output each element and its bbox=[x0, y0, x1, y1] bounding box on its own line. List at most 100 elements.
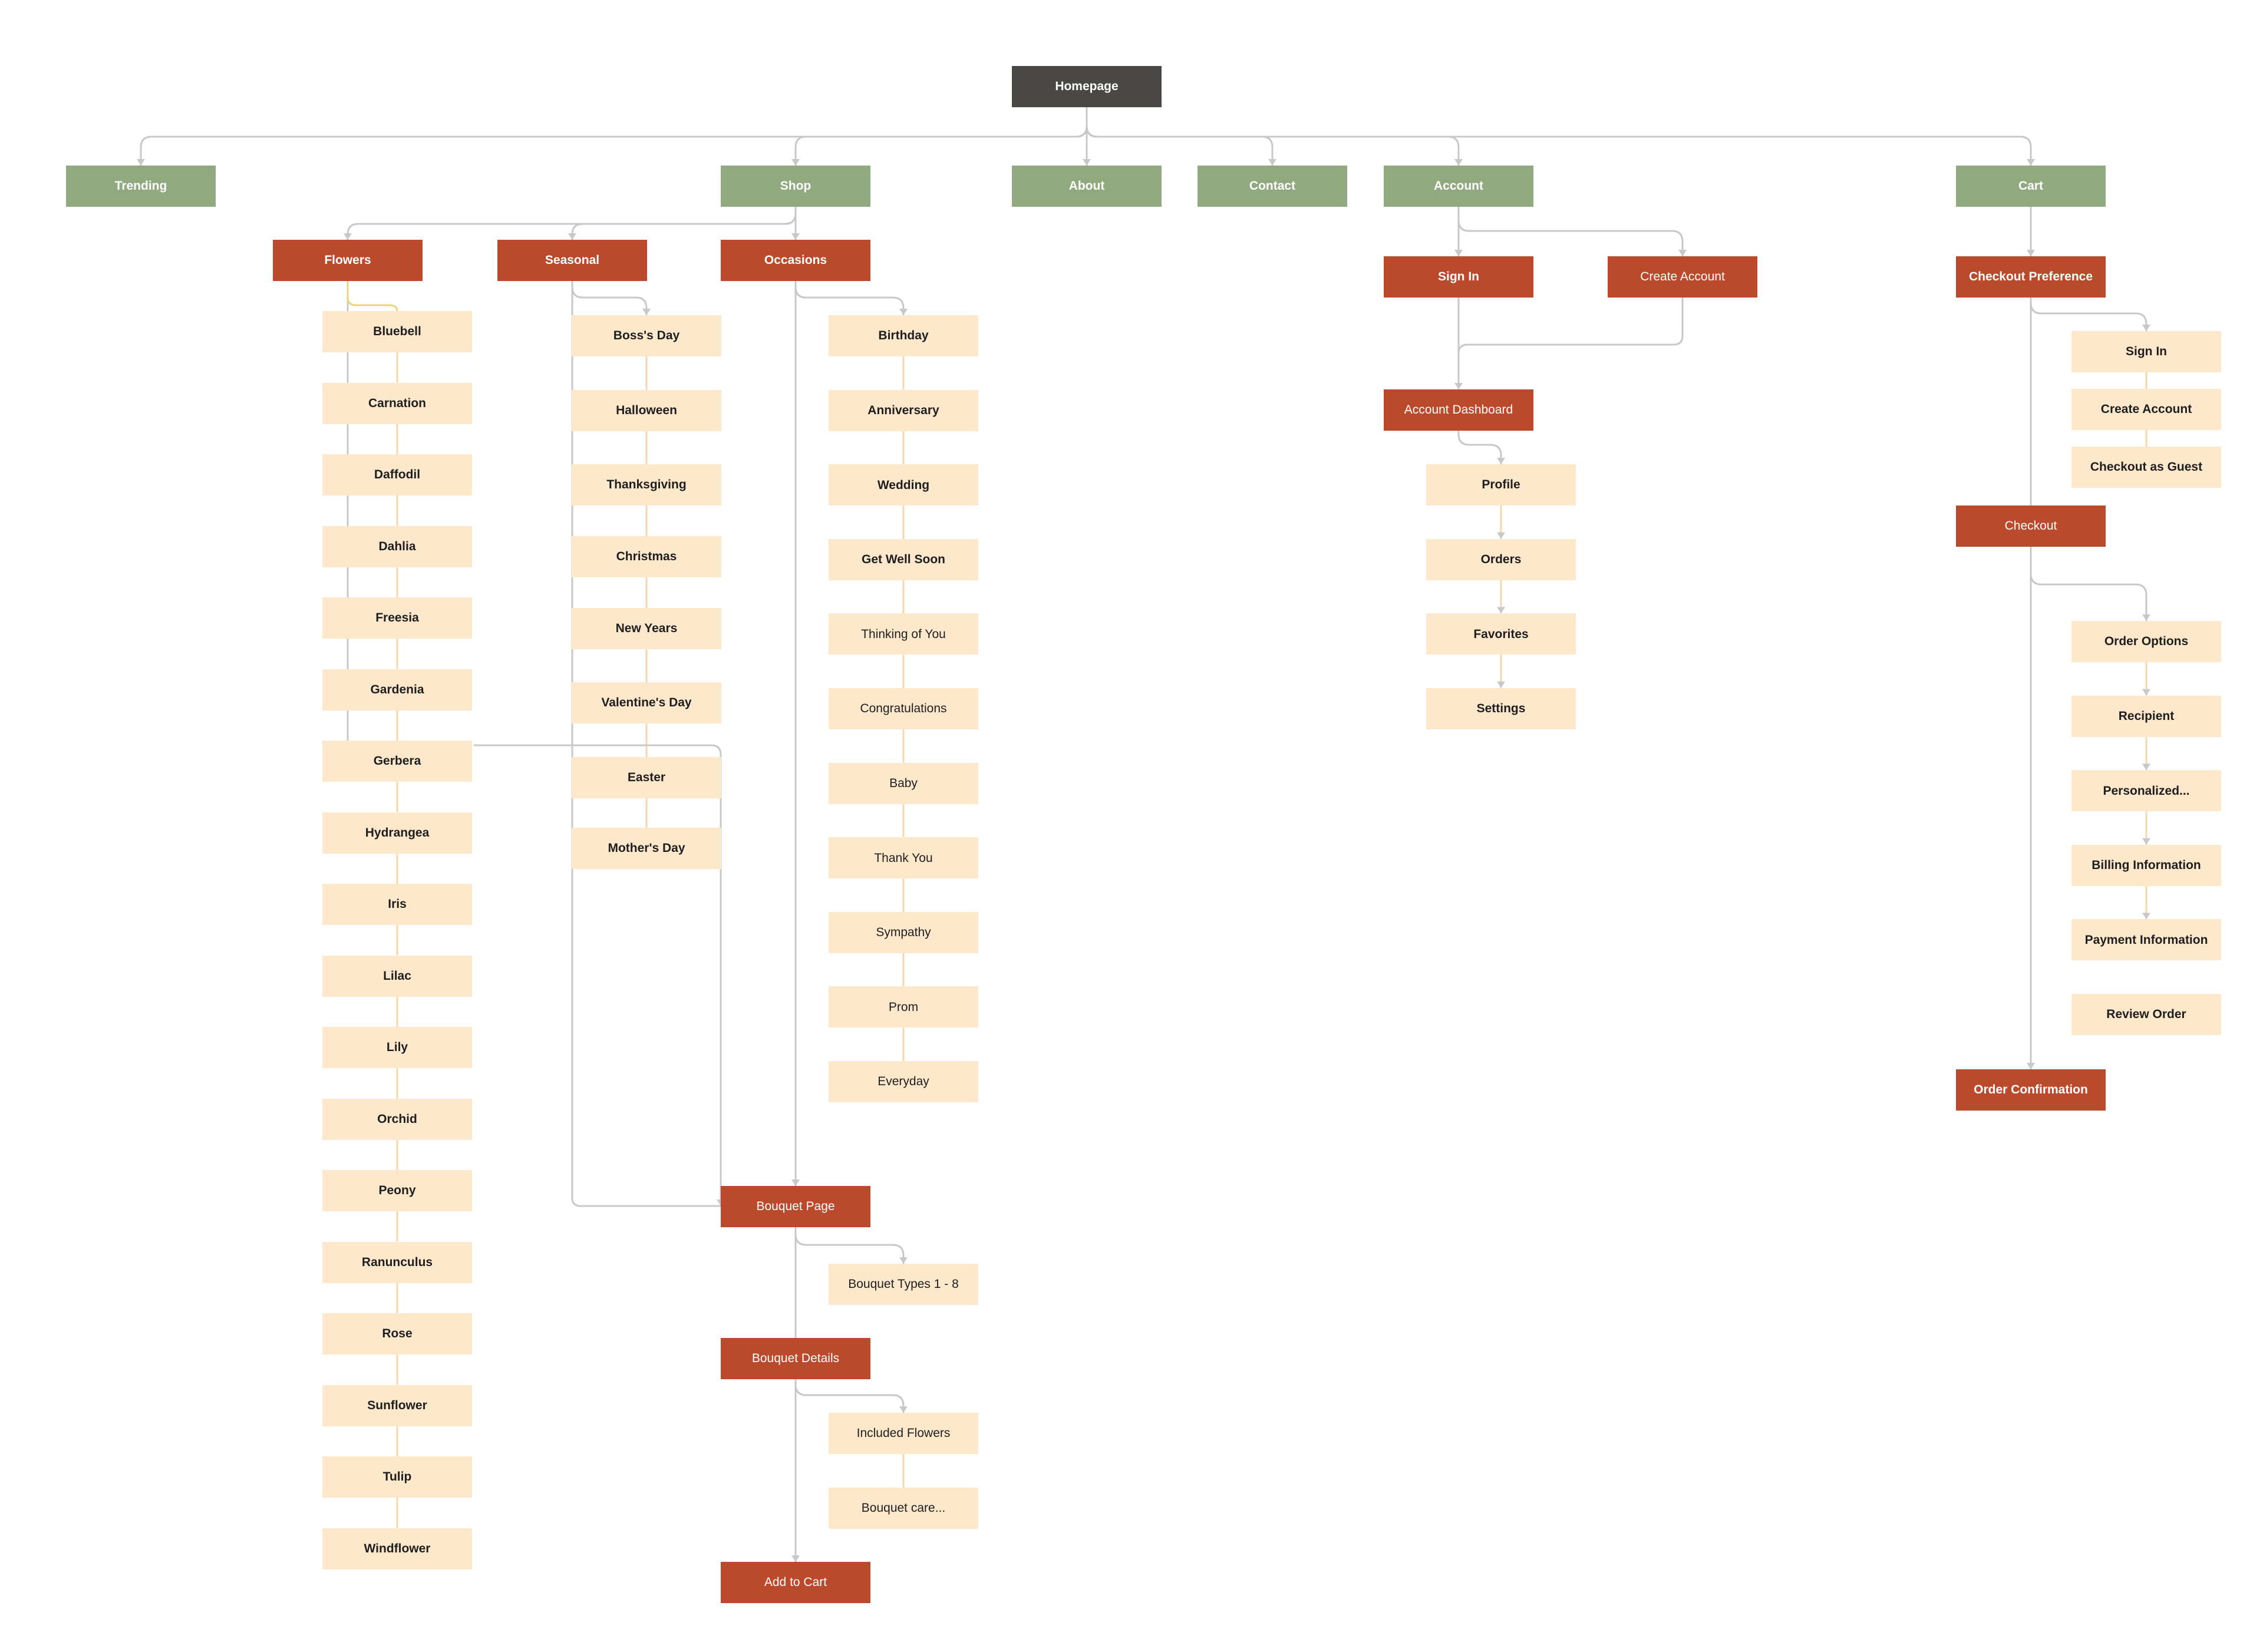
seasonal-halloween[interactable]: Halloween bbox=[572, 390, 721, 431]
flower-daffodil-label: Daffodil bbox=[374, 468, 421, 482]
checkout-node[interactable]: Checkout bbox=[1956, 505, 2106, 547]
occasion-birthday[interactable]: Birthday bbox=[829, 315, 978, 356]
flower-ranunculus[interactable]: Ranunculus bbox=[322, 1241, 472, 1283]
flower-hydrangea[interactable]: Hydrangea bbox=[322, 812, 472, 854]
occasion-baby[interactable]: Baby bbox=[829, 762, 978, 804]
flower-daffodil[interactable]: Daffodil bbox=[322, 454, 472, 495]
checkout-step-order-options-label: Order Options bbox=[2104, 635, 2189, 649]
flower-tulip[interactable]: Tulip bbox=[322, 1456, 472, 1498]
link-home-cart-arrow bbox=[2027, 159, 2035, 166]
homepage-node[interactable]: Homepage bbox=[1012, 66, 1162, 107]
checkout-step-review-order-label: Review Order bbox=[2106, 1007, 2186, 1022]
flower-peony[interactable]: Peony bbox=[322, 1170, 472, 1211]
checkout-step-review-order[interactable]: Review Order bbox=[2071, 994, 2221, 1035]
create-account-node[interactable]: Create Account bbox=[1608, 256, 1757, 298]
occasion-sympathy[interactable]: Sympathy bbox=[829, 911, 978, 953]
occasion-congratulations[interactable]: Congratulations bbox=[829, 688, 978, 729]
flower-carnation[interactable]: Carnation bbox=[322, 382, 472, 424]
bouquet-details-node[interactable]: Bouquet Details bbox=[721, 1338, 870, 1379]
flower-gerbera[interactable]: Gerbera bbox=[322, 741, 472, 782]
checkout-pref-create-account[interactable]: Create Account bbox=[2071, 389, 2221, 430]
flower-gardenia[interactable]: Gardenia bbox=[322, 669, 472, 711]
seasonal-valentine-s-day[interactable]: Valentine's Day bbox=[572, 682, 721, 723]
flower-sunflower[interactable]: Sunflower bbox=[322, 1385, 472, 1426]
occasion-get-well-soon[interactable]: Get Well Soon bbox=[829, 538, 978, 580]
flower-peony-label: Peony bbox=[378, 1184, 416, 1198]
link-bouquet-types bbox=[794, 1227, 905, 1264]
checkout-step-personalized[interactable]: Personalized... bbox=[2071, 770, 2221, 812]
flower-lily[interactable]: Lily bbox=[322, 1027, 472, 1068]
dashboard-profile[interactable]: Profile bbox=[1426, 464, 1576, 505]
checkout-pref-sign-in[interactable]: Sign In bbox=[2071, 331, 2221, 372]
occasion-thinking-of-you-label: Thinking of You bbox=[861, 627, 946, 641]
flower-freesia[interactable]: Freesia bbox=[322, 597, 472, 639]
occasion-prom[interactable]: Prom bbox=[829, 986, 978, 1028]
dashboard-orders[interactable]: Orders bbox=[1426, 538, 1576, 580]
checkout-step-billing-information[interactable]: Billing Information bbox=[2071, 844, 2221, 886]
checkout-step-billing-information-label: Billing Information bbox=[2092, 858, 2201, 873]
bouquet-details-node-label: Bouquet Details bbox=[751, 1352, 840, 1366]
link-occasions-first-arrow bbox=[899, 309, 908, 315]
flower-iris[interactable]: Iris bbox=[322, 884, 472, 925]
link-dashboard-first bbox=[1457, 431, 1502, 464]
flower-dahlia[interactable]: Dahlia bbox=[322, 526, 472, 567]
contact-node-label: Contact bbox=[1249, 179, 1296, 193]
cart-node[interactable]: Cart bbox=[1956, 166, 2106, 207]
shop-node[interactable]: Shop bbox=[721, 166, 870, 207]
account-node[interactable]: Account bbox=[1384, 166, 1533, 207]
checkout-pref-checkout-as-guest-label: Checkout as Guest bbox=[2090, 460, 2203, 474]
seasonal-mother-s-day[interactable]: Mother's Day bbox=[572, 828, 721, 869]
checkout-step-recipient[interactable]: Recipient bbox=[2071, 695, 2221, 737]
seasonal-node[interactable]: Seasonal bbox=[497, 240, 647, 281]
flower-windflower[interactable]: Windflower bbox=[322, 1528, 472, 1570]
sign-in-node[interactable]: Sign In bbox=[1384, 256, 1533, 298]
checkout-step-payment-information[interactable]: Payment Information bbox=[2071, 919, 2221, 961]
checkout-pref-checkout-as-guest[interactable]: Checkout as Guest bbox=[2071, 447, 2221, 488]
account-dashboard-node[interactable]: Account Dashboard bbox=[1384, 389, 1533, 431]
trending-node[interactable]: Trending bbox=[66, 166, 216, 207]
occasion-anniversary[interactable]: Anniversary bbox=[829, 389, 978, 431]
seasonal-thanksgiving[interactable]: Thanksgiving bbox=[572, 464, 721, 505]
flower-rose[interactable]: Rose bbox=[322, 1313, 472, 1354]
flower-bluebell-label: Bluebell bbox=[373, 325, 421, 339]
flower-lilac[interactable]: Lilac bbox=[322, 955, 472, 997]
order-confirmation-node[interactable]: Order Confirmation bbox=[1956, 1069, 2106, 1111]
contact-node[interactable]: Contact bbox=[1198, 166, 1347, 207]
dashboard-favorites[interactable]: Favorites bbox=[1426, 613, 1576, 655]
about-node[interactable]: About bbox=[1012, 166, 1162, 207]
checkout-preference-node[interactable]: Checkout Preference bbox=[1956, 256, 2106, 298]
occasion-get-well-soon-label: Get Well Soon bbox=[862, 553, 945, 567]
checkout-arrow-4 bbox=[2142, 913, 2150, 920]
link-account-create bbox=[1457, 207, 1684, 256]
link-cart-pref-arrow bbox=[2027, 250, 2035, 256]
flower-orchid[interactable]: Orchid bbox=[322, 1098, 472, 1140]
flowers-node[interactable]: Flowers bbox=[273, 240, 423, 281]
dashboard-settings[interactable]: Settings bbox=[1426, 688, 1576, 729]
link-home-account-arrow bbox=[1454, 159, 1463, 166]
seasonal-christmas[interactable]: Christmas bbox=[572, 536, 721, 577]
cart-node-label: Cart bbox=[2018, 179, 2043, 193]
link-shop-seasonal-arrow bbox=[568, 233, 576, 240]
flower-orchid-label: Orchid bbox=[377, 1112, 417, 1126]
link-shop-seasonal bbox=[571, 207, 797, 240]
seasonal-easter[interactable]: Easter bbox=[572, 757, 721, 798]
occasion-everyday[interactable]: Everyday bbox=[829, 1061, 978, 1102]
occasion-thank-you[interactable]: Thank You bbox=[829, 837, 978, 879]
included-flowers-node[interactable]: Included Flowers bbox=[829, 1413, 978, 1454]
bouquet-care-node-label: Bouquet care... bbox=[861, 1501, 946, 1515]
seasonal-boss-s-day[interactable]: Boss's Day bbox=[572, 315, 721, 356]
occasion-thinking-of-you[interactable]: Thinking of You bbox=[829, 613, 978, 655]
link-pref-first bbox=[2030, 298, 2147, 331]
seasonal-new-years[interactable]: New Years bbox=[572, 608, 721, 649]
add-to-cart-node[interactable]: Add to Cart bbox=[721, 1562, 870, 1603]
flower-bluebell[interactable]: Bluebell bbox=[322, 311, 472, 352]
bouquet-page-node[interactable]: Bouquet Page bbox=[721, 1186, 870, 1227]
link-checkout-first bbox=[2030, 547, 2147, 621]
occasions-node[interactable]: Occasions bbox=[721, 240, 870, 281]
checkout-step-order-options[interactable]: Order Options bbox=[2071, 621, 2221, 662]
occasion-wedding[interactable]: Wedding bbox=[829, 464, 978, 506]
bouquet-care-node[interactable]: Bouquet care... bbox=[829, 1488, 978, 1529]
link-dashboard-first-arrow bbox=[1497, 458, 1505, 464]
occasion-congratulations-label: Congratulations bbox=[860, 702, 947, 716]
bouquet-types-node[interactable]: Bouquet Types 1 - 8 bbox=[829, 1264, 978, 1305]
